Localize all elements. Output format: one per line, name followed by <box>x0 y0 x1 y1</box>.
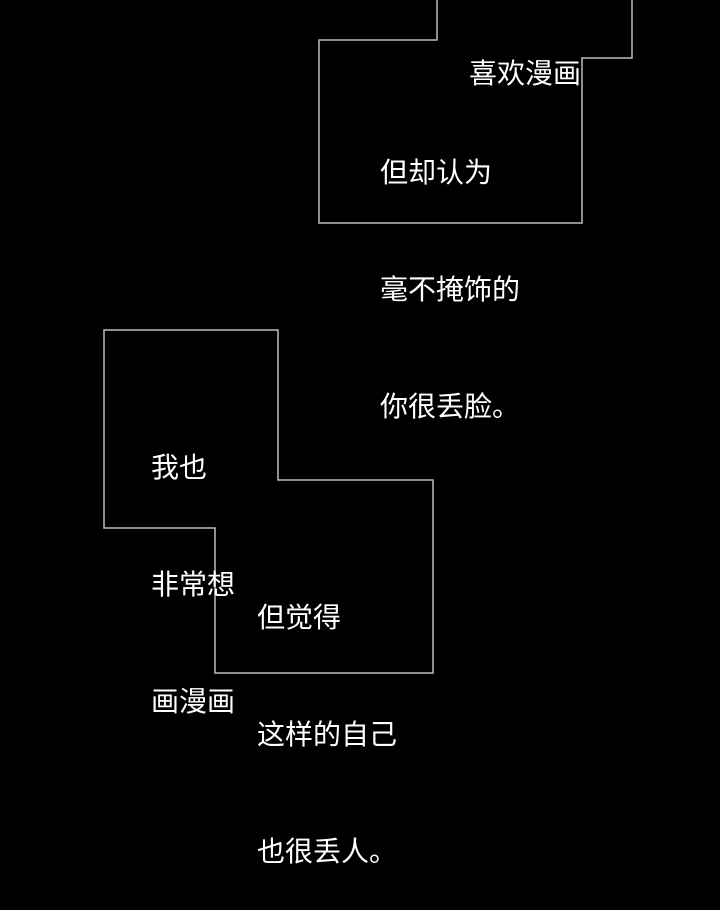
caption-box-outline-top <box>318 0 633 224</box>
caption-text-2: 但却认为 毫不掩饰的 你很丢脸。 <box>380 75 520 465</box>
caption-text-4: 但觉得 这样的自己 也很丢人。 <box>257 520 397 910</box>
caption-line: 非常想 <box>151 568 236 601</box>
caption-box-outlines <box>103 0 633 674</box>
caption-line: 但觉得 <box>257 601 342 634</box>
caption-line: 喜欢漫画 <box>469 57 582 90</box>
caption-line: 毫不掩饰的 <box>380 273 521 306</box>
caption-line: 你很丢脸。 <box>380 390 521 423</box>
caption-text-1: 喜欢漫画 <box>469 0 581 132</box>
caption-line: 这样的自己 <box>257 718 398 751</box>
caption-text-3: 我也 非常想 画漫画 <box>151 370 235 760</box>
caption-box-outline-bottom <box>103 329 434 674</box>
caption-line: 也很丢人。 <box>257 835 398 868</box>
caption-line: 画漫画 <box>151 685 236 718</box>
caption-line: 我也 <box>151 451 208 484</box>
caption-line: 但却认为 <box>380 156 493 189</box>
